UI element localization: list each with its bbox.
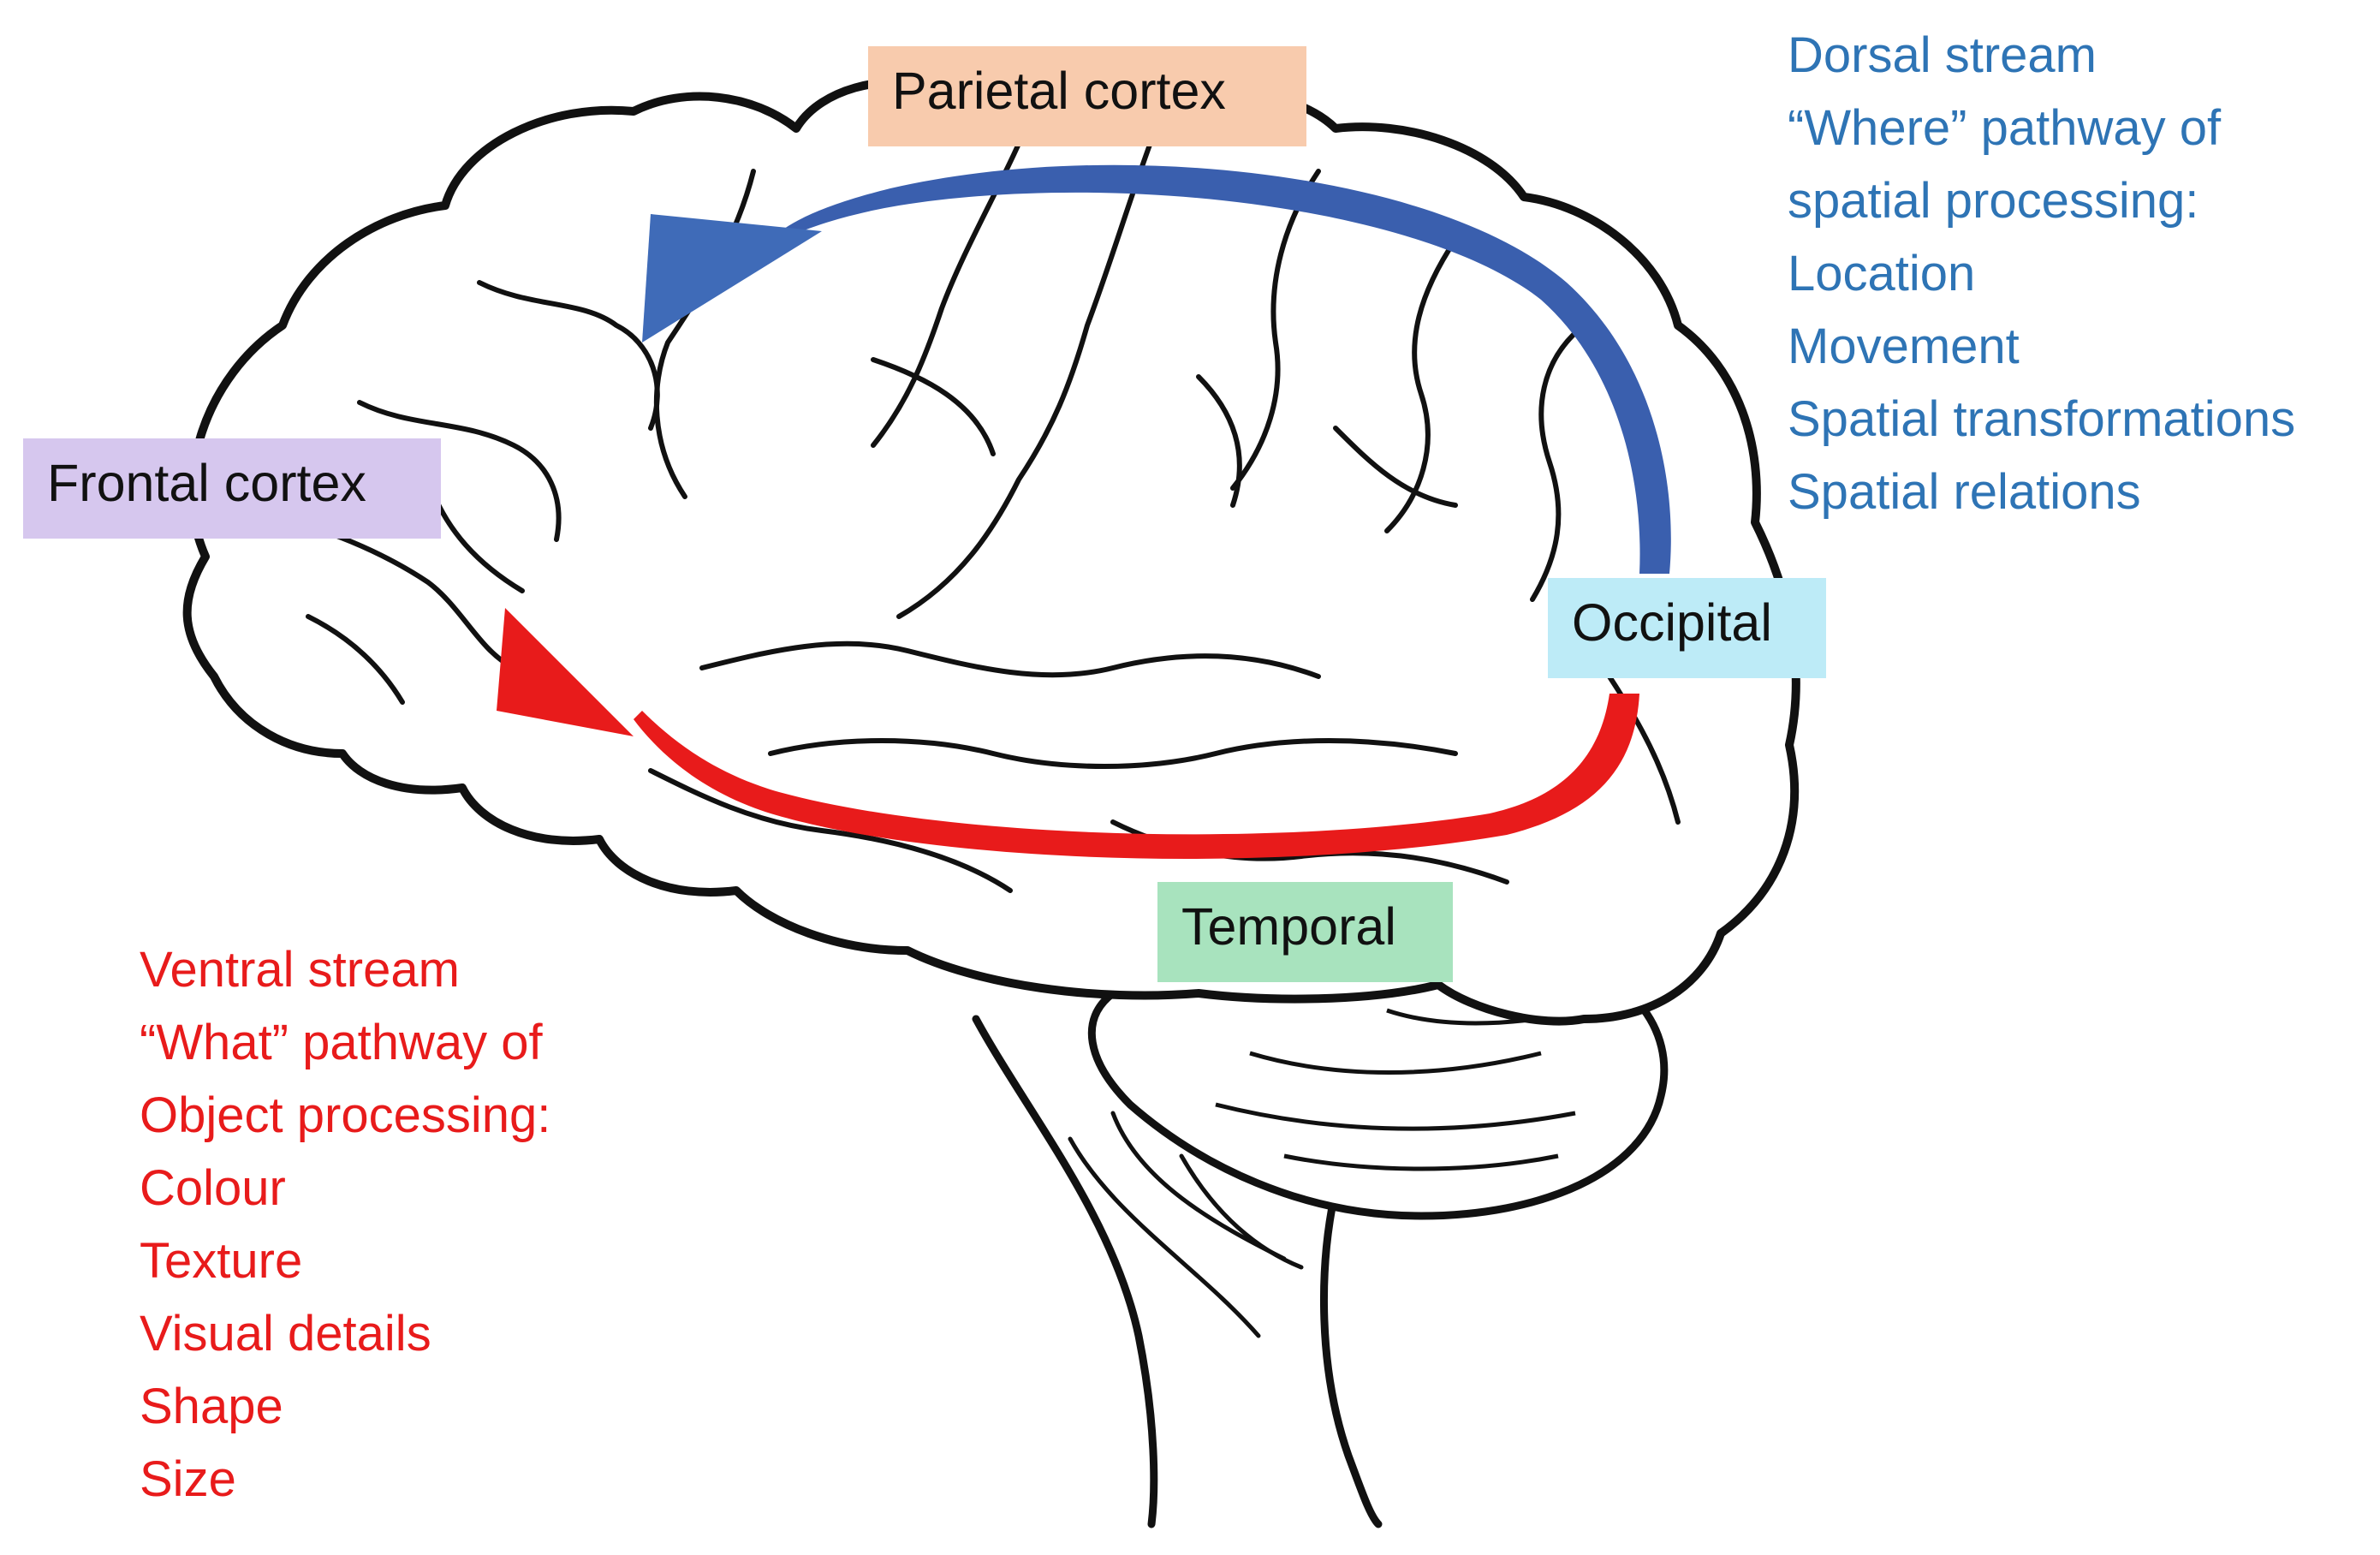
ventral-arrow <box>497 608 1639 859</box>
ventral-arrow-shaft <box>634 694 1639 859</box>
ventral-line: Size <box>140 1451 236 1507</box>
occipital-label: Occipital <box>1548 578 1826 678</box>
ventral-line: Shape <box>140 1379 283 1434</box>
dorsal-arrow <box>642 164 1671 574</box>
ventral-line: Visual details <box>140 1306 431 1361</box>
ventral-stream-description: Ventral stream “What” pathway of Object … <box>140 933 550 1516</box>
dorsal-line: Location <box>1788 246 1976 301</box>
dorsal-arrowhead <box>642 214 822 343</box>
frontal-cortex-label: Frontal cortex <box>23 438 441 539</box>
temporal-label: Temporal <box>1157 882 1453 982</box>
dorsal-line: Spatial relations <box>1788 464 2141 520</box>
parietal-cortex-label: Parietal cortex <box>868 46 1306 146</box>
ventral-arrowhead <box>497 608 634 736</box>
ventral-line: “What” pathway of <box>140 1015 543 1070</box>
brainstem <box>972 1015 1383 1528</box>
ventral-line-title: Ventral stream <box>140 942 460 998</box>
ventral-line: Texture <box>140 1233 303 1289</box>
dorsal-line: spatial processing: <box>1788 173 2199 229</box>
ventral-line: Object processing: <box>140 1087 551 1143</box>
dorsal-line-title: Dorsal stream <box>1788 27 2097 83</box>
dorsal-line: Spatial transformations <box>1788 391 2296 447</box>
dorsal-line: “Where” pathway of <box>1788 100 2222 156</box>
dorsal-arrow-shaft <box>753 164 1671 574</box>
dorsal-line: Movement <box>1788 319 2020 374</box>
dorsal-stream-description: Dorsal stream “Where” pathway of spatial… <box>1788 19 2295 528</box>
ventral-line: Colour <box>140 1160 286 1216</box>
